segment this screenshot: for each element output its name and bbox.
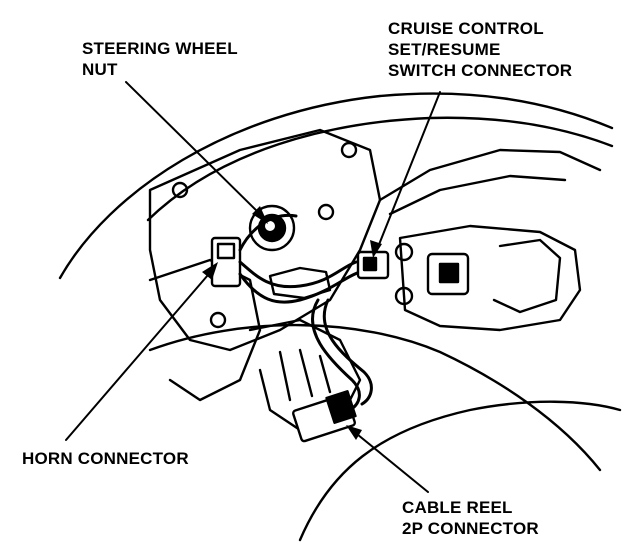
switch-mount-hole-upper xyxy=(394,242,414,262)
label-cruise-line-3: SWITCH CONNECTOR xyxy=(388,61,573,80)
label-cable-line-2: 2P CONNECTOR xyxy=(402,519,539,538)
harness-wire-b xyxy=(238,270,362,304)
cable-reel-wire-b xyxy=(322,298,373,406)
leader-horn-arrowhead xyxy=(202,262,218,280)
label-steering-line-2: NUT xyxy=(82,60,118,79)
cruise-switch-button-upper xyxy=(426,252,470,296)
hub-bolt-hole-top xyxy=(340,141,358,159)
leader-steering-nut xyxy=(125,81,265,219)
leader-cable-reel-arrowhead xyxy=(346,425,362,440)
hub-bolt-hole-lower xyxy=(209,311,227,329)
wheel-rim-upper xyxy=(58,92,614,280)
right-upper-spoke xyxy=(378,148,602,202)
harness-clip xyxy=(268,266,332,300)
leader-cable-reel xyxy=(351,429,429,493)
cruise-switch-button-lower xyxy=(438,262,460,284)
label-cable-reel-connector: CABLE REEL 2P CONNECTOR xyxy=(402,497,539,539)
cruise-switch-housing xyxy=(398,224,582,332)
cable-reel-wire-a xyxy=(311,298,361,412)
steering-wheel-nut-washer xyxy=(248,204,296,252)
label-steering-wheel-nut: STEERING WHEEL NUT xyxy=(82,38,238,80)
label-cruise-line-2: SET/RESUME xyxy=(388,40,501,59)
switch-pad-right xyxy=(492,238,562,314)
label-cruise-line-1: CRUISE CONTROL xyxy=(388,19,544,38)
cable-reel-connector-lock xyxy=(325,390,357,424)
wheel-rim-inner xyxy=(146,116,614,222)
wheel-rim-lower xyxy=(148,323,602,472)
horn-connector-latch xyxy=(216,242,236,260)
leader-steering-nut-arrowhead xyxy=(252,206,268,224)
label-horn-line-1: HORN CONNECTOR xyxy=(22,449,189,468)
label-steering-line-1: STEERING WHEEL xyxy=(82,39,238,58)
right-upper-spoke-inner xyxy=(388,174,567,216)
switch-mount-hole-lower xyxy=(394,286,414,306)
leader-cruise-arrowhead xyxy=(370,240,382,258)
hub-plate xyxy=(148,128,382,352)
left-spoke xyxy=(148,258,262,402)
hub-bolt-hole-left xyxy=(171,181,189,199)
leader-cruise xyxy=(375,91,441,253)
lower-spoke-slots xyxy=(278,348,332,402)
leader-horn xyxy=(65,267,215,441)
label-horn-connector: HORN CONNECTOR xyxy=(22,448,189,469)
label-cable-line-1: CABLE REEL xyxy=(402,498,513,517)
label-cruise-control-connector: CRUISE CONTROL SET/RESUME SWITCH CONNECT… xyxy=(388,18,572,81)
column-shroud-edge xyxy=(298,400,622,542)
cruise-connector-latch xyxy=(362,256,378,272)
hub-bolt-hole-right xyxy=(317,203,335,221)
harness-wire-a xyxy=(238,213,358,289)
